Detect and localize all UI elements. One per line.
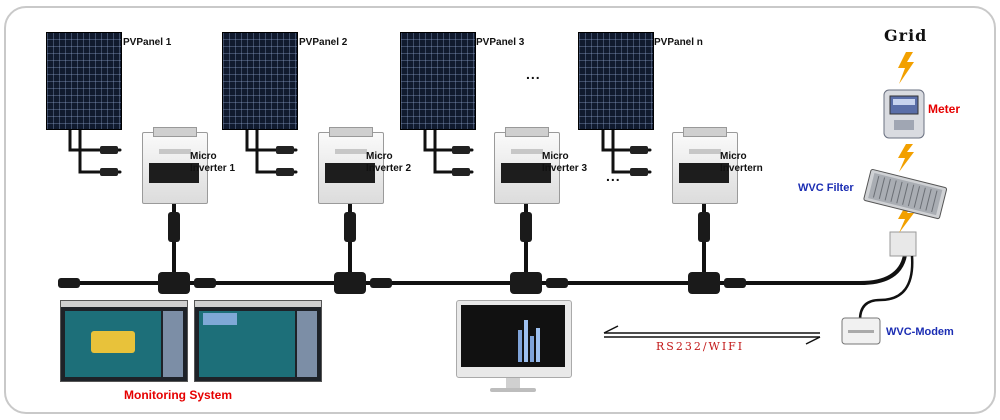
monitoring-screen-2: [194, 300, 322, 382]
pv-panel-3: [400, 32, 476, 130]
ellipsis-bottom: ...: [606, 168, 621, 184]
micro-inverter-1: [142, 127, 208, 204]
pv-panel-2: [222, 32, 298, 130]
micro-inverter-3: [494, 127, 560, 204]
pv-panel-label: PVPanel n: [654, 37, 703, 48]
monitoring-system-label: Monitoring System: [124, 388, 233, 402]
monitoring-screen-1: [60, 300, 188, 382]
micro-inverter-2: [318, 127, 384, 204]
computer-monitor: [456, 300, 572, 398]
wvc-filter-label: WVC Filter: [798, 182, 854, 194]
pv-panel-n: [578, 32, 654, 130]
ellipsis-top: ...: [526, 66, 541, 82]
pv-panel-label: PVPanel 2: [299, 37, 348, 48]
wvc-modem-label: WVC-Modem: [886, 326, 954, 338]
pv-panel-label: PVPanel 1: [123, 37, 172, 48]
pv-panel-1: [46, 32, 122, 130]
grid-label: Grid: [884, 26, 928, 45]
comm-label: RS232/WIFI: [656, 340, 745, 353]
micro-inverter-n: [672, 127, 738, 204]
pv-panel-label: PVPanel 3: [476, 37, 525, 48]
meter-label: Meter: [928, 102, 961, 116]
